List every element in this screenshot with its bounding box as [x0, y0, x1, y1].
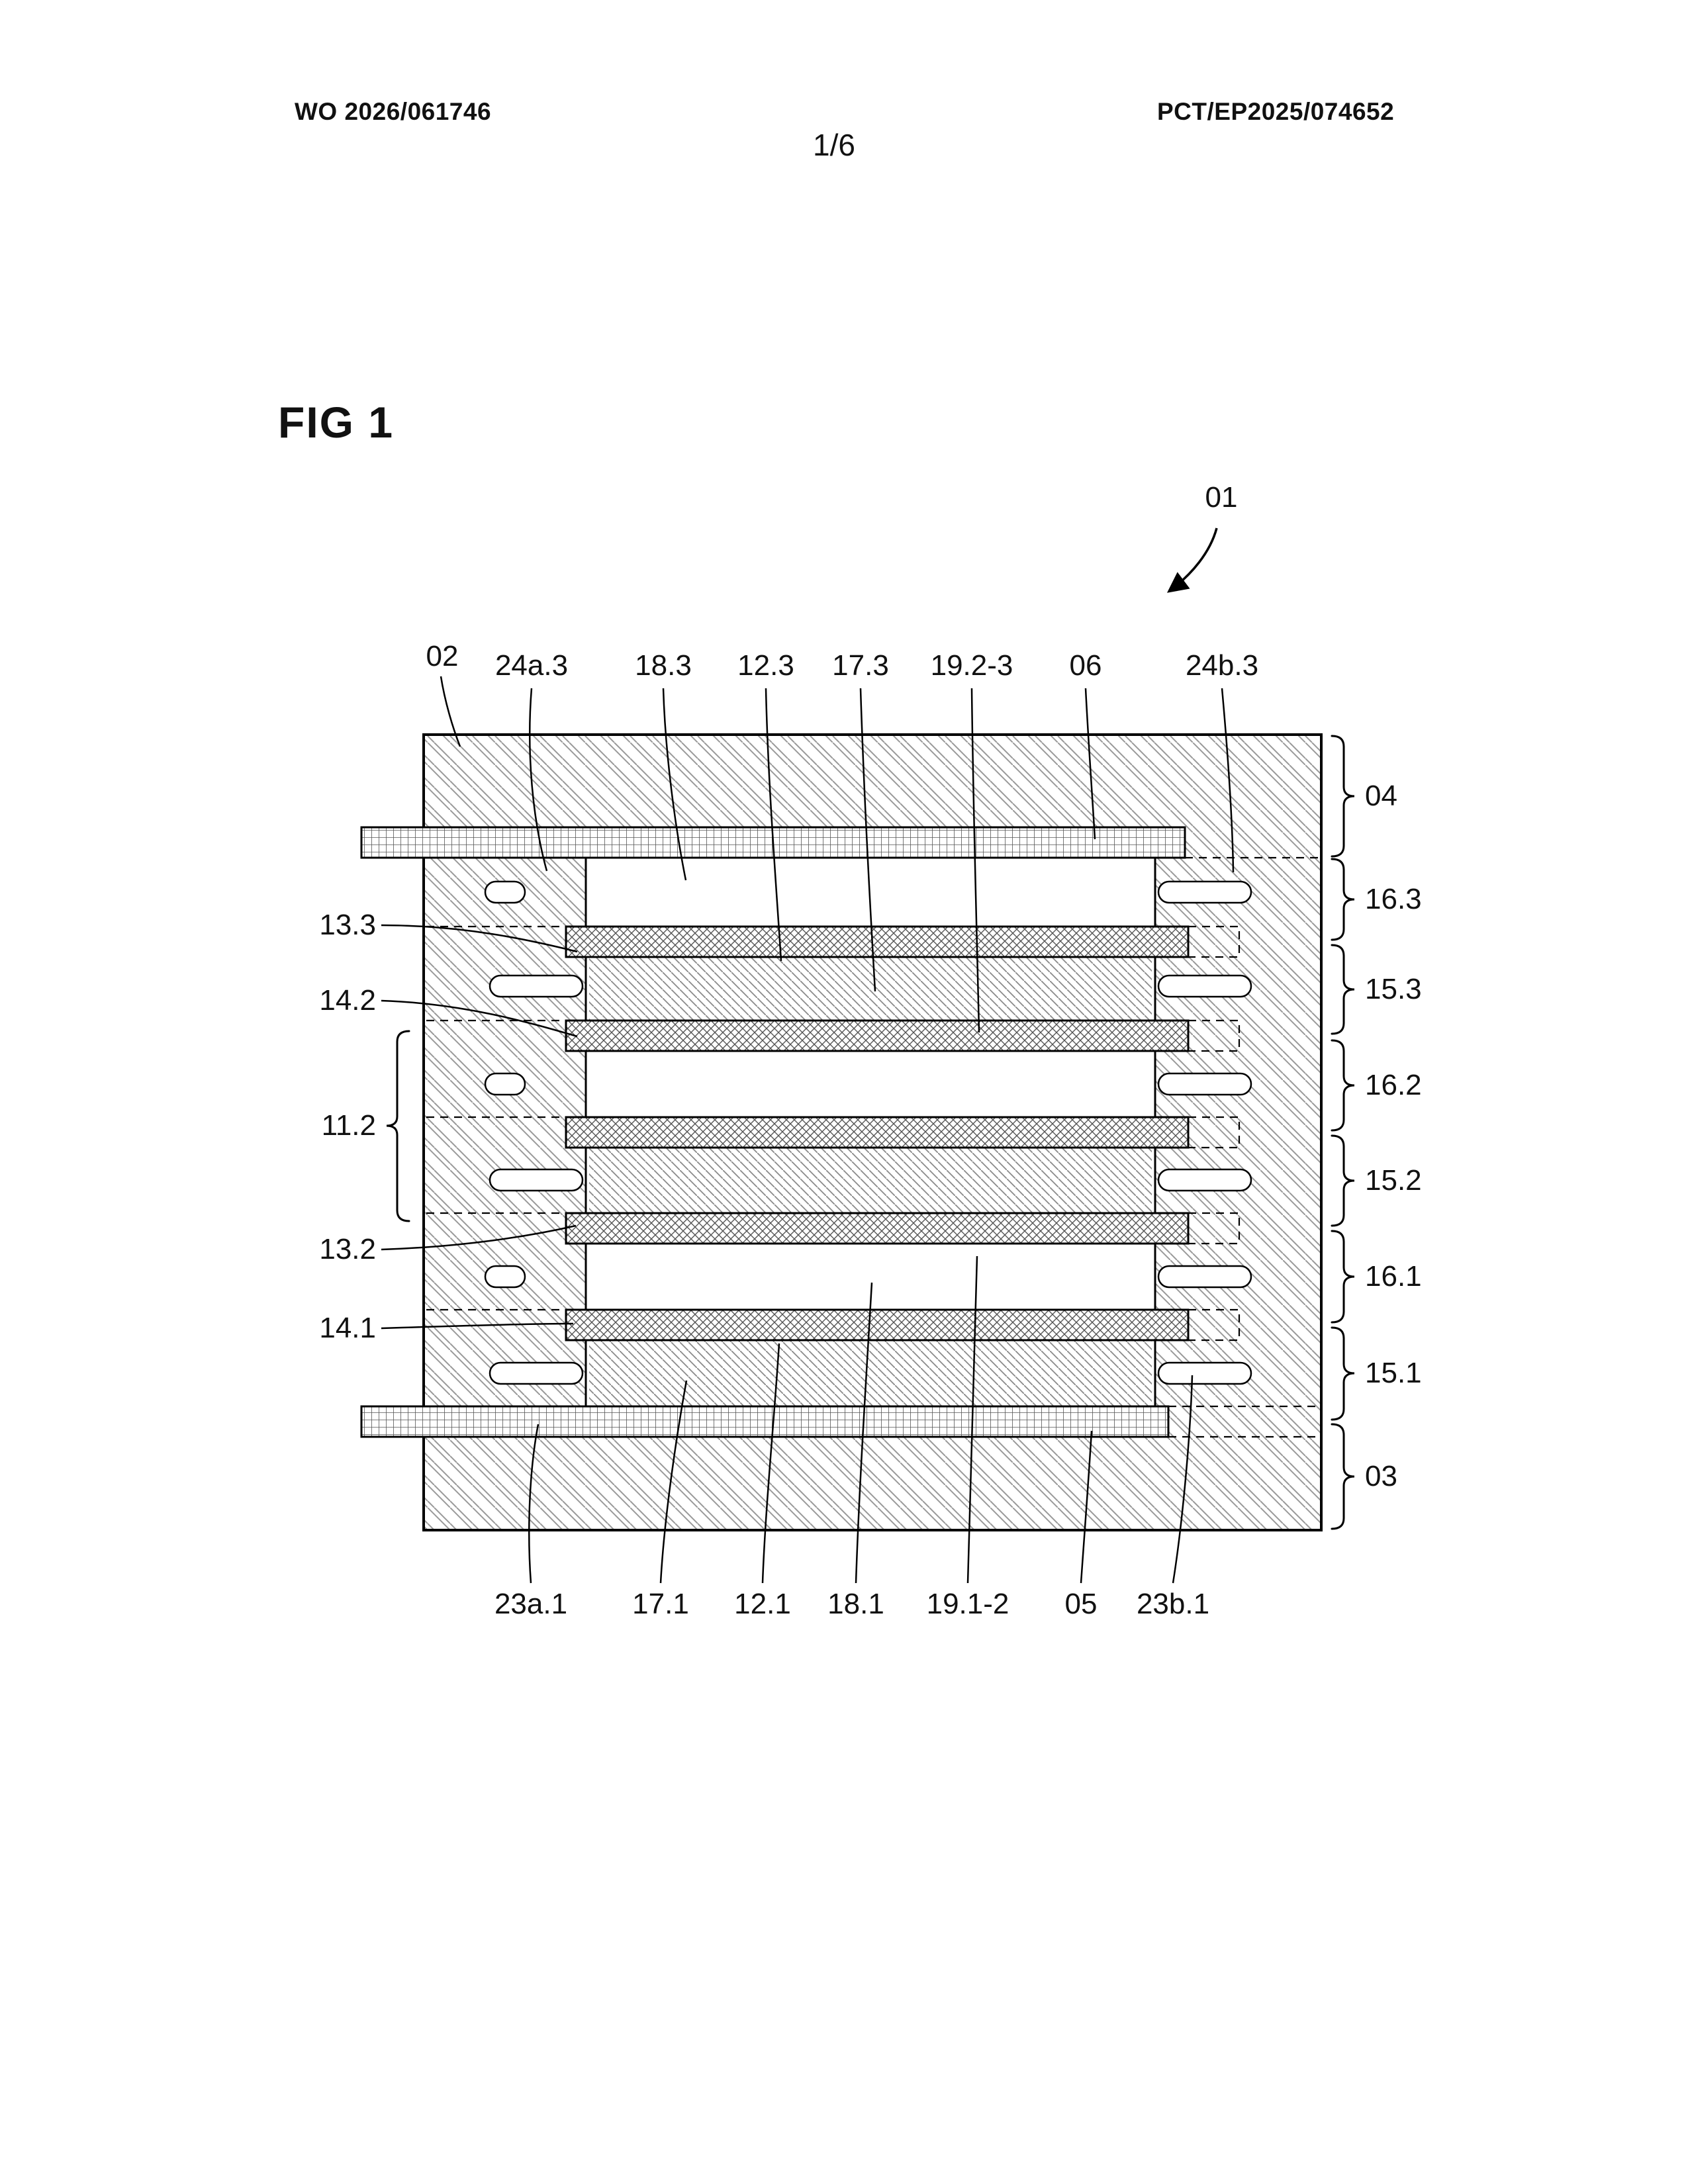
ref-label-06: 06	[1069, 649, 1102, 682]
ref-label-14-1: 14.1	[319, 1312, 376, 1344]
ref-label-19-1-2: 19.1-2	[926, 1588, 1009, 1620]
zone-brace	[1331, 858, 1355, 941]
doc-number: WO 2026/061746	[295, 98, 492, 125]
zone-brace	[1331, 1039, 1355, 1132]
cell-layer	[589, 1340, 1152, 1406]
bottom-collector-plate	[360, 1405, 1170, 1438]
seal	[489, 974, 584, 998]
ref-label-15-1: 15.1	[1365, 1357, 1422, 1389]
leader-lines-left	[381, 924, 578, 1330]
zone-brace	[1331, 1423, 1355, 1530]
bipolar-plate-bar	[565, 1019, 1190, 1052]
seal-gaskets	[484, 880, 1252, 1385]
ref-label-11-2: 11.2	[321, 1109, 376, 1142]
seal	[484, 1265, 526, 1289]
ref-label-17-1: 17.1	[632, 1588, 689, 1620]
seal	[484, 880, 526, 904]
dashed-lines-collectors	[1168, 856, 1319, 1438]
ref-label-23b-1: 23b.1	[1136, 1588, 1210, 1620]
seal	[1157, 1168, 1252, 1192]
zone-brace	[1331, 735, 1355, 858]
ref-label-12-3: 12.3	[737, 649, 794, 682]
ref-label-01: 01	[1205, 481, 1238, 514]
ref-label-12-1: 12.1	[734, 1588, 791, 1620]
ref-label-15-2: 15.2	[1365, 1164, 1422, 1197]
cell-layers	[589, 957, 1152, 1406]
zone-braces	[1331, 735, 1355, 1530]
ref-label-17-3: 17.3	[832, 649, 889, 682]
figure-title: FIG 1	[278, 398, 395, 447]
hidden-edge-dashes	[426, 856, 1319, 1438]
zone-brace	[1331, 1134, 1355, 1227]
repeat-unit-brace	[386, 1030, 410, 1222]
pct-number: PCT/EP2025/074652	[1157, 98, 1395, 125]
bipolar-plate-bar	[565, 1116, 1190, 1149]
leader-lines-top	[440, 676, 1235, 1033]
seal	[484, 1072, 526, 1096]
ref-label-15-3: 15.3	[1365, 973, 1422, 1005]
bipolar-plate-bar	[565, 1308, 1190, 1342]
seal	[1157, 1265, 1252, 1289]
seal	[489, 1168, 584, 1192]
seal	[1157, 880, 1252, 904]
ref-label-24a-3: 24a.3	[494, 649, 569, 682]
zone-brace	[1331, 944, 1355, 1035]
ref-label-14-2: 14.2	[319, 984, 376, 1017]
bipolar-plate-bars	[565, 925, 1190, 1342]
cell-layer	[589, 1148, 1152, 1213]
reference-arrow	[1166, 527, 1218, 593]
ref-label-13-3: 13.3	[319, 909, 376, 941]
ref-label-16-2: 16.2	[1365, 1069, 1422, 1101]
ref-label-18-3: 18.3	[635, 649, 692, 682]
seal	[1157, 1361, 1252, 1385]
ref-label-18-1: 18.1	[827, 1588, 884, 1620]
zone-brace	[1331, 1230, 1355, 1324]
zone-brace	[1331, 1326, 1355, 1421]
ref-label-19-2-3: 19.2-3	[930, 649, 1013, 682]
leader-lines-bottom	[528, 1255, 1194, 1584]
ref-label-24b-3: 24b.3	[1185, 649, 1259, 682]
bipolar-plate-bar	[565, 925, 1190, 958]
sheet-number: 1/6	[813, 128, 855, 162]
seal	[489, 1361, 584, 1385]
ref-label-05: 05	[1064, 1588, 1098, 1620]
ref-label-23a-1: 23a.1	[494, 1588, 568, 1620]
ref-label-16-3: 16.3	[1365, 883, 1422, 915]
ref-label-03: 03	[1365, 1460, 1397, 1492]
seal	[1157, 974, 1252, 998]
seal	[1157, 1072, 1252, 1096]
ref-label-16-1: 16.1	[1365, 1260, 1422, 1293]
ref-label-04: 04	[1365, 780, 1397, 812]
bipolar-plate-bar	[565, 1212, 1190, 1245]
cell-layer	[589, 957, 1152, 1021]
ref-label-13-2: 13.2	[319, 1233, 376, 1265]
ref-label-02: 02	[426, 640, 459, 672]
